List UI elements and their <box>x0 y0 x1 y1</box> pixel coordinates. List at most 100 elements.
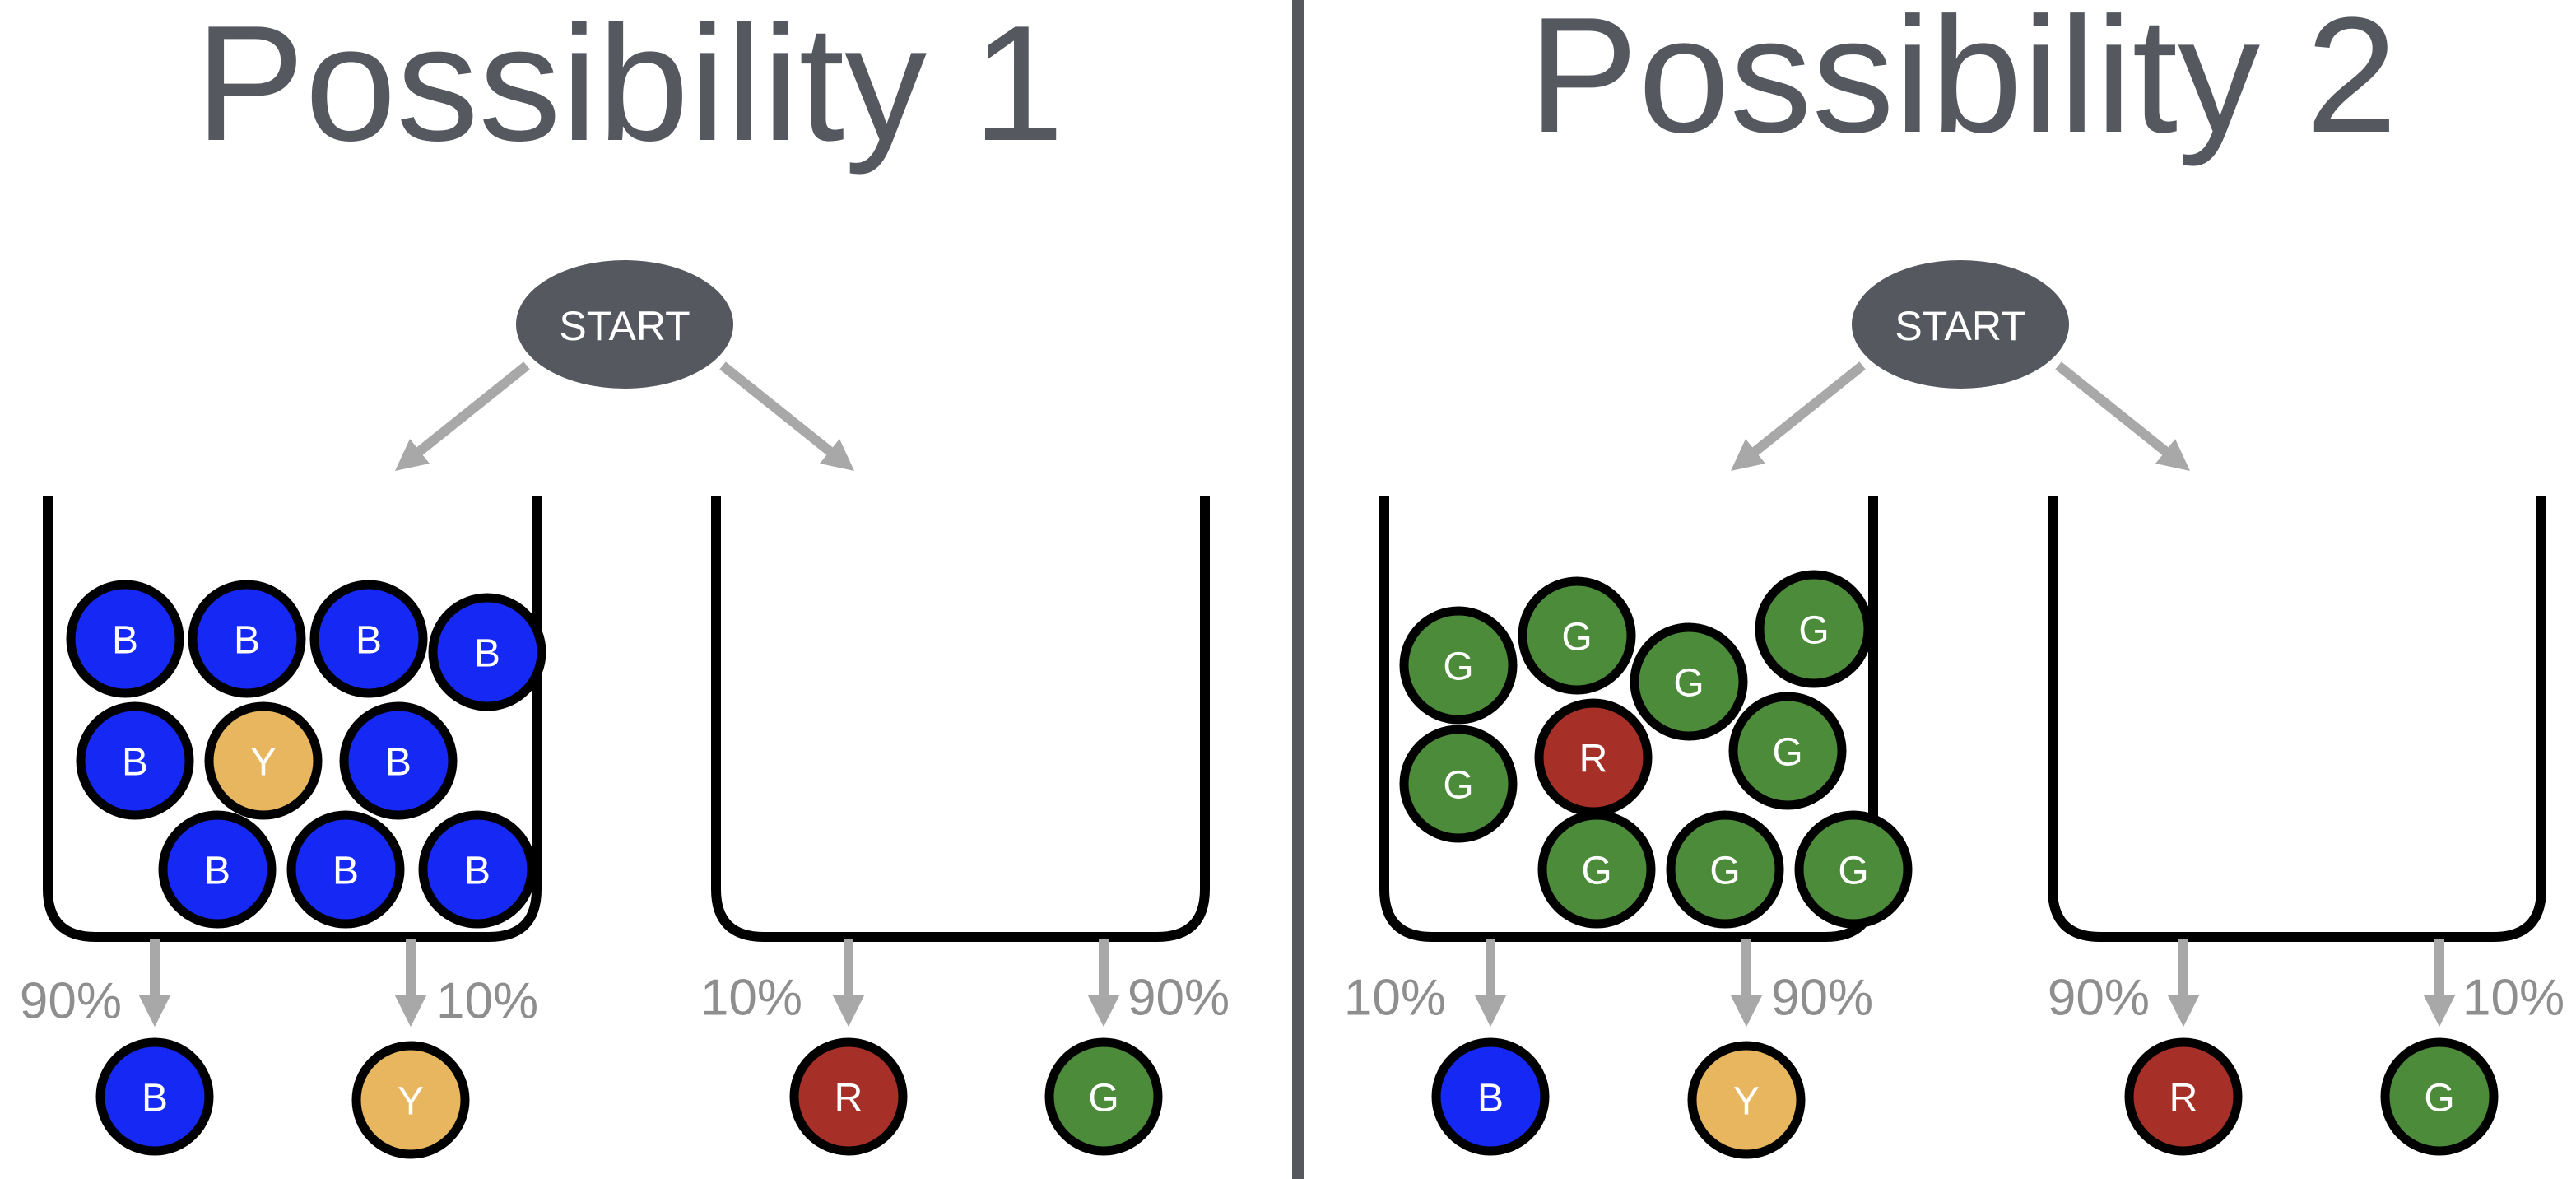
jar-1-ball-6-label: Y <box>250 741 277 785</box>
jar-3-output-ball-right: Y <box>1687 1041 1806 1159</box>
jar-2-ball-3: G <box>1630 622 1748 741</box>
jar-2-output-left-percent: 10% <box>700 970 802 1027</box>
jar-2-ball-9-label: G <box>1709 850 1740 893</box>
jar-2 <box>711 496 1210 942</box>
jar-1-ball-7: B <box>339 701 458 820</box>
jar-2-ball-1: G <box>1399 606 1518 725</box>
panel-1-arrow-right <box>719 361 854 471</box>
jar-2-output-ball-left-circle <box>789 1037 908 1156</box>
jar-1-ball-10: B <box>418 810 537 929</box>
jar-1-ball-2: B <box>188 580 306 698</box>
jar-1-ball-4: B <box>428 593 546 711</box>
jar-1 <box>43 496 542 942</box>
jar-2-ball-9-circle <box>1666 810 1784 929</box>
jar-2-ball-7-label: G <box>1772 731 1802 775</box>
jar-3-output-right-percent: 90% <box>1771 970 1873 1027</box>
jar-2-ball-5: G <box>1399 725 1518 843</box>
jar-balls: BBBBBYBBBBGGGGGRGGGGYYYYYBYYYYRRRRRGGRRR <box>66 570 1913 929</box>
output-arrows <box>138 939 2456 1028</box>
jar-3-output-ball-right-circle <box>1687 1041 1806 1159</box>
jar-2-ball-9: G <box>1666 810 1784 929</box>
jar-4-output-ball-right-circle <box>2380 1037 2499 1156</box>
jar-2-ball-4-label: G <box>1798 609 1829 653</box>
jar-2-output-ball-left-label: R <box>835 1077 863 1121</box>
branch-arrows <box>395 361 2190 471</box>
jar-1-output-ball-left: B <box>95 1037 214 1156</box>
jar-1-ball-2-label: B <box>234 619 260 663</box>
panel-2-arrow-left <box>1731 361 1866 471</box>
jar-1-ball-6: Y <box>204 701 323 820</box>
jar-1-output-ball-right-label: Y <box>398 1080 424 1124</box>
jar-2-ball-3-circle <box>1630 622 1748 741</box>
panel-1-start-label: START <box>559 303 690 349</box>
jar-2-ball-10: G <box>1794 810 1913 929</box>
jar-1-ball-4-circle <box>428 593 546 711</box>
jar-3-output-ball-left-label: B <box>1477 1077 1504 1121</box>
jar-2-ball-8-circle <box>1537 810 1656 929</box>
jar-1-ball-5-circle <box>76 701 194 820</box>
jar-1-ball-3: B <box>309 580 428 698</box>
jar-1-output-right-percent: 10% <box>436 973 538 1030</box>
jar-3-output-ball-left: B <box>1431 1037 1550 1156</box>
jar-3-output-left-percent: 10% <box>1344 970 1446 1027</box>
jar-2-ball-3-label: G <box>1673 662 1704 706</box>
jar-1-ball-10-label: B <box>464 850 491 893</box>
jar-1-ball-5: B <box>76 701 194 820</box>
jar-1-output-ball-left-label: B <box>142 1077 168 1121</box>
jar-1-ball-3-label: B <box>356 619 382 663</box>
panel-1-title: Possibility 1 <box>195 0 1064 175</box>
jar-4-output-ball-right: G <box>2380 1037 2499 1156</box>
jar-1-ball-9: B <box>286 810 405 929</box>
jar-1-ball-8-label: B <box>204 850 230 893</box>
jar-4-output-ball-left-circle <box>2124 1037 2243 1156</box>
jar-1-ball-10-circle <box>418 810 537 929</box>
panel-2-arrow-right <box>2055 361 2190 471</box>
jar-1-output-ball-right: Y <box>351 1041 470 1159</box>
jar-1-ball-1: B <box>66 580 184 698</box>
jar-4 <box>2048 496 2546 942</box>
jar-2-ball-8: G <box>1537 810 1656 929</box>
jar-2-output-ball-left: R <box>789 1037 908 1156</box>
jar-1-ball-5-label: B <box>122 741 148 785</box>
panel-2-title: Possibility 2 <box>1528 0 2397 167</box>
jar-1-ball-7-label: B <box>385 741 412 785</box>
jar-1-output-left-percent: 90% <box>20 973 122 1030</box>
jar-1-ball-1-circle <box>66 580 184 698</box>
jar-2-output-ball-right-circle <box>1044 1037 1163 1156</box>
jar-2-ball-10-label: G <box>1838 850 1868 893</box>
jar-4-output-right-percent: 10% <box>2462 970 2564 1027</box>
panel-1-start-node: START <box>516 260 733 389</box>
jar-1-ball-7-circle <box>339 701 458 820</box>
jar-2-ball-5-label: G <box>1443 764 1473 808</box>
jar-2-ball-4-circle <box>1755 570 1873 688</box>
jar-1-output-ball-right-circle <box>351 1041 470 1159</box>
jar-1-ball-2-circle <box>188 580 306 698</box>
jar-2-ball-4: G <box>1755 570 1873 688</box>
jar-2-ball-6-label: R <box>1579 738 1608 781</box>
jar-1-ball-9-label: B <box>332 850 359 893</box>
jar-1-ball-8-circle <box>158 810 277 929</box>
panel-2-start-label: START <box>1895 303 2025 349</box>
panel-1-arrow-left <box>395 361 530 471</box>
jar-2-ball-1-circle <box>1399 606 1518 725</box>
jar-2-output-ball-right: G <box>1044 1037 1163 1156</box>
jar-2-ball-5-circle <box>1399 725 1518 843</box>
jar-2-ball-10-circle <box>1794 810 1913 929</box>
jar-2-ball-2-label: G <box>1561 616 1592 659</box>
jar-4-output-ball-right-label: G <box>2424 1077 2454 1121</box>
jar-2-output-right-percent: 90% <box>1128 970 1230 1027</box>
panel-2-start-node: START <box>1852 260 2069 389</box>
jar-1-ball-4-label: B <box>474 632 500 676</box>
jar-2-ball-7: G <box>1728 692 1847 810</box>
jar-4-output-ball-left: R <box>2124 1037 2243 1156</box>
jar-1-ball-6-circle <box>204 701 323 820</box>
jar-2-ball-1-label: G <box>1443 645 1473 689</box>
panel-divider <box>1292 0 1304 1179</box>
jar-4-output-ball-left-label: R <box>2169 1077 2198 1121</box>
jar-2-ball-8-label: G <box>1581 850 1611 893</box>
jar-1-output-ball-left-circle <box>95 1037 214 1156</box>
jar-2-output-ball-right-label: G <box>1088 1077 1118 1121</box>
jar-2-ball-6: R <box>1534 698 1653 817</box>
